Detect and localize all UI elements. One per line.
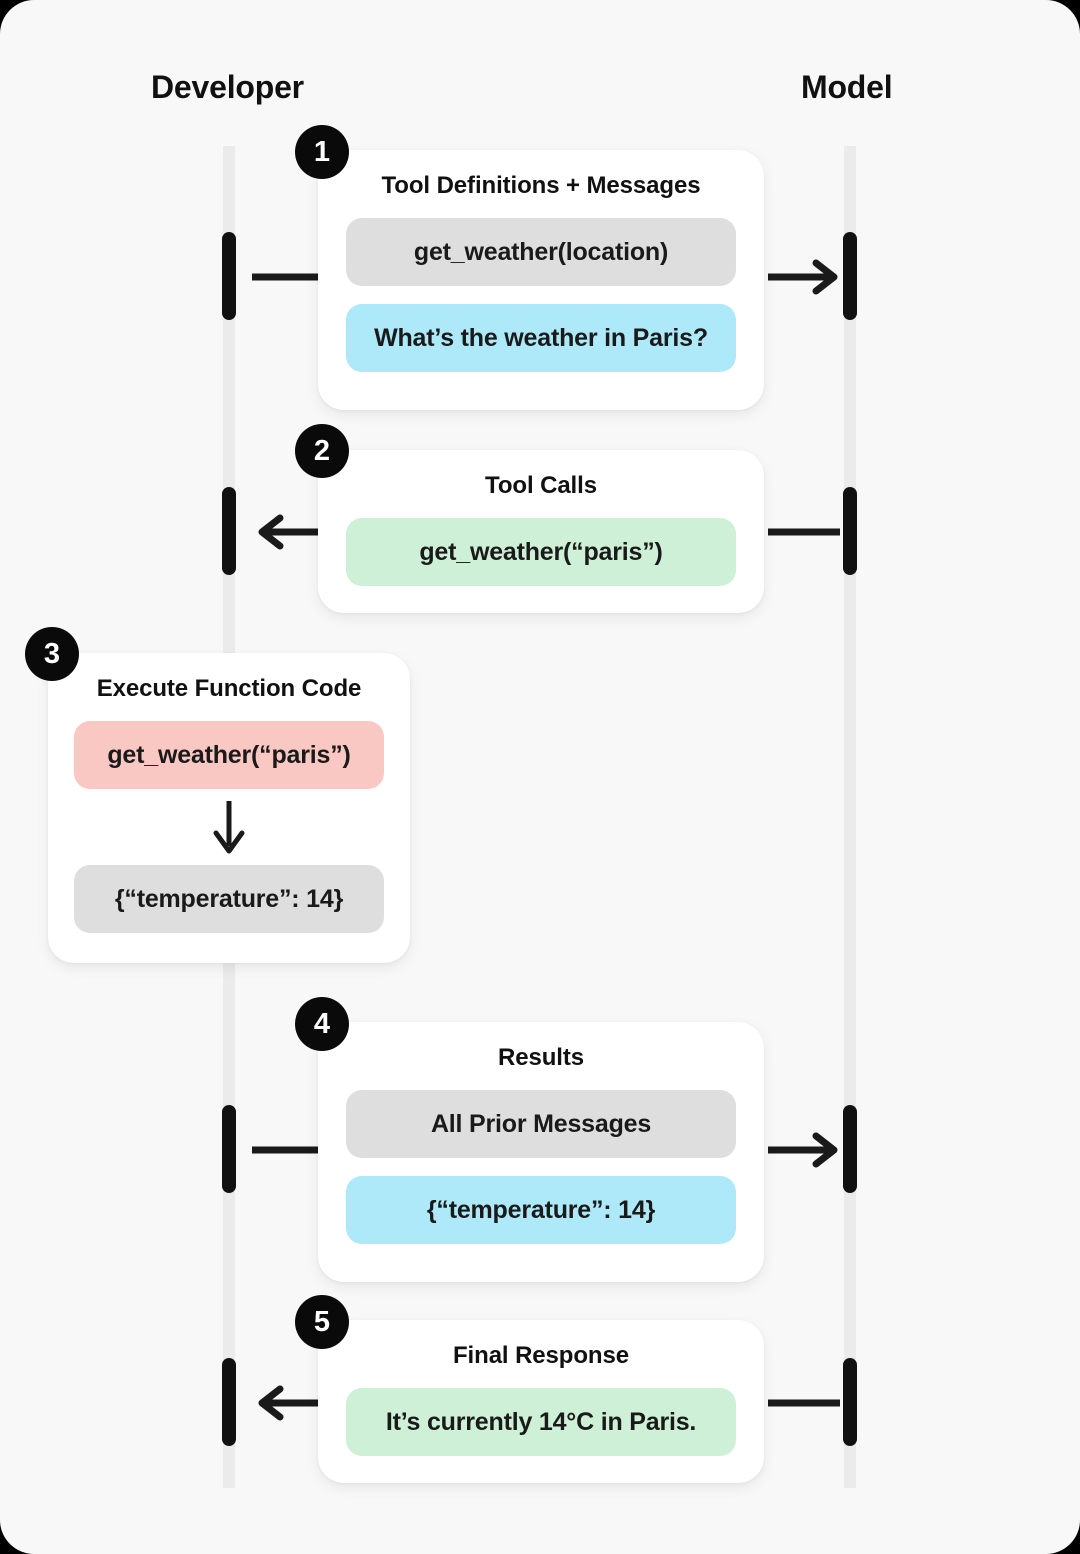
step-2-pill-1: get_weather(“paris”)	[346, 518, 736, 586]
step-card-1: Tool Definitions + Messages get_weather(…	[318, 150, 764, 410]
step-badge-2: 2	[295, 424, 349, 478]
step-1-title: Tool Definitions + Messages	[381, 172, 701, 199]
step-4-title: Results	[498, 1044, 584, 1071]
column-header-developer: Developer	[151, 69, 304, 105]
step-3-title: Execute Function Code	[96, 675, 362, 702]
arrow-segment-step1-left	[252, 262, 318, 292]
activation-bar-developer-step2	[222, 487, 236, 575]
step-1-pill-1: get_weather(location)	[346, 218, 736, 286]
step-2-title: Tool Calls	[485, 472, 597, 499]
down-arrow-icon	[74, 799, 384, 855]
step-card-3: Execute Function Code get_weather(“paris…	[48, 653, 410, 963]
arrow-step1-to-model	[768, 259, 840, 295]
lifeline-model	[844, 146, 856, 1488]
step-3-pill-1: get_weather(“paris”)	[74, 721, 384, 789]
activation-bar-developer-step5	[222, 1358, 236, 1446]
step-badge-3: 3	[25, 627, 79, 681]
arrow-segment-step5-right	[768, 1388, 840, 1418]
step-card-5: Final Response It’s currently 14°C in Pa…	[318, 1320, 764, 1483]
step-badge-5: 5	[295, 1295, 349, 1349]
column-header-model: Model	[801, 69, 893, 105]
step-3-pill-2: {“temperature”: 14}	[74, 865, 384, 933]
step-card-4: Results All Prior Messages {“temperature…	[318, 1022, 764, 1282]
step-1-pill-2: What’s the weather in Paris?	[346, 304, 736, 372]
activation-bar-model-step4	[843, 1105, 857, 1193]
activation-bar-model-step5	[843, 1358, 857, 1446]
arrow-segment-step2-right	[768, 517, 840, 547]
step-badge-1: 1	[295, 125, 349, 179]
step-badge-4: 4	[295, 997, 349, 1051]
step-card-2: Tool Calls get_weather(“paris”)	[318, 450, 764, 613]
activation-bar-developer-step1	[222, 232, 236, 320]
step-4-pill-1: All Prior Messages	[346, 1090, 736, 1158]
activation-bar-model-step1	[843, 232, 857, 320]
step-5-pill-1: It’s currently 14°C in Paris.	[346, 1388, 736, 1456]
arrow-step2-to-developer	[250, 514, 328, 550]
arrow-step5-to-developer	[250, 1385, 328, 1421]
arrow-step4-to-model	[768, 1132, 840, 1168]
activation-bar-model-step2	[843, 487, 857, 575]
arrow-segment-step4-left	[252, 1135, 318, 1165]
activation-bar-developer-step4	[222, 1105, 236, 1193]
step-4-pill-2: {“temperature”: 14}	[346, 1176, 736, 1244]
step-5-title: Final Response	[453, 1342, 629, 1369]
